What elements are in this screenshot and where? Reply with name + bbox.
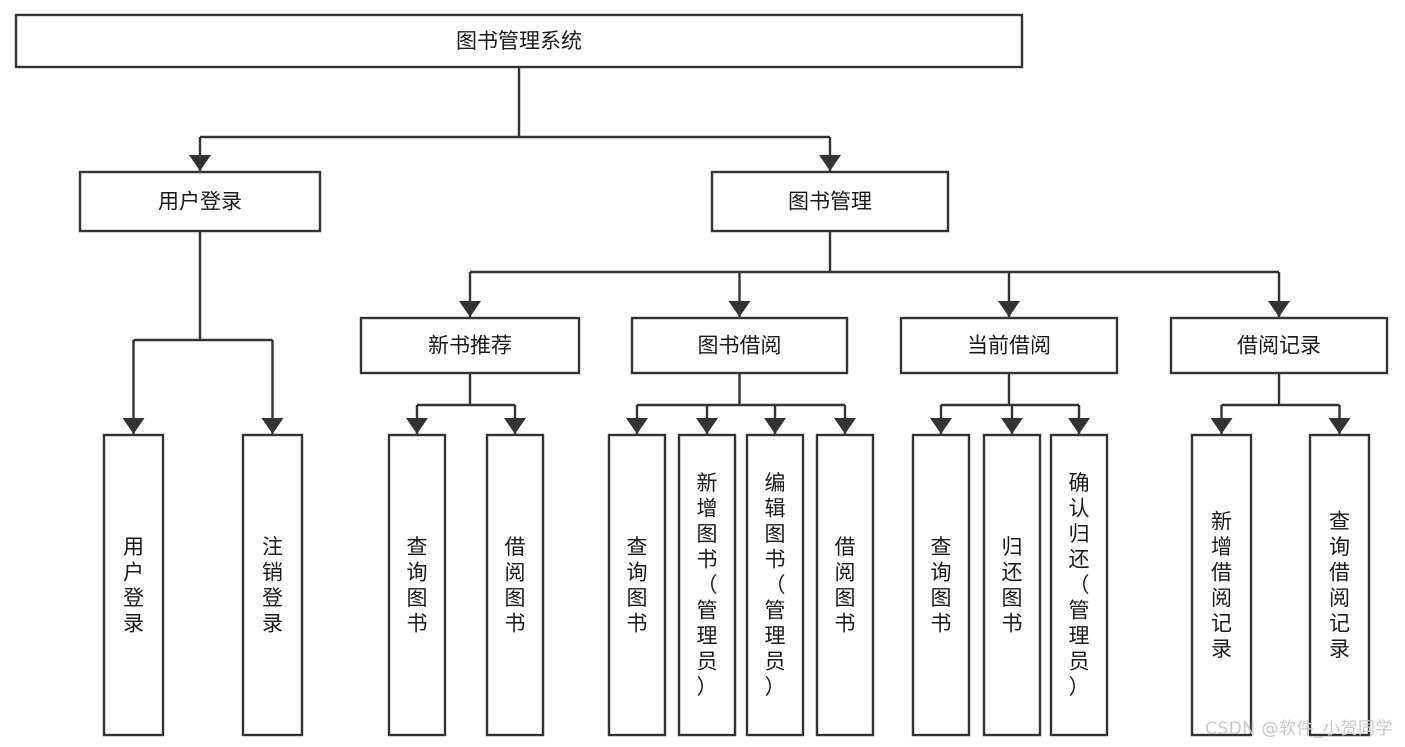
node-current-borrow[interactable]: 当前借阅 — [899, 316, 1119, 375]
node-label: 用户登录 — [158, 190, 242, 214]
node-leaf-borrow-book-rec[interactable]: 借阅图书 — [485, 433, 545, 737]
node-label: 新书推荐 — [428, 334, 512, 358]
node-label: 确认归还（管理员） — [1069, 471, 1090, 699]
node-box[interactable] — [982, 433, 1042, 737]
node-leaf-add-record[interactable]: 新增借阅记录 — [1190, 433, 1253, 737]
node-label: 注销登录 — [262, 535, 283, 636]
node-label: 新增借阅记录 — [1211, 509, 1232, 661]
arrow-head-icon — [1210, 418, 1233, 434]
arrow-head-icon — [930, 418, 952, 434]
node-label: 图书借阅 — [698, 334, 782, 358]
node-label: 查询图书 — [407, 535, 428, 636]
node-box[interactable] — [677, 433, 737, 737]
arrow-head-icon — [261, 418, 284, 434]
node-box[interactable] — [911, 433, 971, 737]
node-box[interactable] — [1190, 433, 1253, 737]
node-box[interactable] — [102, 433, 165, 737]
node-box[interactable] — [485, 433, 545, 737]
arrow-head-icon — [1268, 301, 1290, 317]
arrow-head-icon — [764, 418, 786, 434]
node-leaf-add-book[interactable]: 新增图书（管理员） — [677, 433, 737, 737]
node-label: 查询图书 — [931, 535, 952, 636]
node-book-manage[interactable]: 图书管理 — [710, 170, 950, 233]
arrow-head-icon — [998, 301, 1020, 317]
node-box[interactable] — [899, 316, 1119, 375]
node-label: 借阅图书 — [835, 535, 856, 636]
arrow-head-icon — [504, 418, 526, 434]
node-label: 查询图书 — [627, 535, 648, 636]
arrow-head-icon — [696, 418, 718, 434]
arrow-head-icon — [459, 301, 481, 317]
node-leaf-query-book-rec[interactable]: 查询图书 — [387, 433, 447, 737]
connector-layer — [122, 67, 1351, 434]
node-leaf-query-book-cb[interactable]: 查询图书 — [911, 433, 971, 737]
node-label: 编辑图书（管理员） — [765, 471, 786, 699]
node-leaf-borrow-book-bb[interactable]: 借阅图书 — [815, 433, 875, 737]
node-box[interactable] — [241, 433, 304, 737]
node-label: 新增图书（管理员） — [697, 471, 718, 699]
node-layer: 图书管理系统用户登录图书管理新书推荐图书借阅当前借阅借阅记录用户登录注销登录查询… — [14, 13, 1389, 737]
arrow-head-icon — [626, 418, 648, 434]
node-leaf-edit-book[interactable]: 编辑图书（管理员） — [745, 433, 805, 737]
arrow-head-icon — [406, 418, 428, 434]
node-box[interactable] — [14, 13, 1024, 69]
node-box[interactable] — [710, 170, 950, 233]
node-root[interactable]: 图书管理系统 — [14, 13, 1024, 69]
node-label: 借阅记录 — [1237, 334, 1321, 358]
node-label: 图书管理 — [788, 190, 872, 214]
node-box[interactable] — [745, 433, 805, 737]
arrow-head-icon — [189, 155, 211, 171]
arrow-head-icon — [834, 418, 856, 434]
node-box[interactable] — [630, 316, 849, 375]
node-box[interactable] — [78, 170, 322, 233]
node-leaf-user-login[interactable]: 用户登录 — [102, 433, 165, 737]
node-box[interactable] — [1049, 433, 1109, 737]
node-label: 借阅图书 — [505, 535, 526, 636]
node-label: 图书管理系统 — [456, 29, 582, 53]
arrow-head-icon — [728, 301, 751, 317]
node-label: 用户登录 — [123, 535, 144, 636]
node-box[interactable] — [359, 316, 581, 375]
node-box[interactable] — [815, 433, 875, 737]
node-new-book-rec[interactable]: 新书推荐 — [359, 316, 581, 375]
node-leaf-confirm-return[interactable]: 确认归还（管理员） — [1049, 433, 1109, 737]
arrow-head-icon — [1068, 418, 1090, 434]
node-label: 归还图书 — [1002, 535, 1023, 636]
node-borrow-record[interactable]: 借阅记录 — [1169, 316, 1389, 375]
node-leaf-return-book[interactable]: 归还图书 — [982, 433, 1042, 737]
node-leaf-query-record[interactable]: 查询借阅记录 — [1308, 433, 1371, 737]
arrow-head-icon — [122, 418, 145, 434]
node-book-borrow[interactable]: 图书借阅 — [630, 316, 849, 375]
node-box[interactable] — [1308, 433, 1371, 737]
node-leaf-logout[interactable]: 注销登录 — [241, 433, 304, 737]
node-user-login[interactable]: 用户登录 — [78, 170, 322, 233]
node-box[interactable] — [1169, 316, 1389, 375]
node-label: 查询借阅记录 — [1329, 509, 1350, 661]
node-leaf-query-book-bb[interactable]: 查询图书 — [607, 433, 667, 737]
node-box[interactable] — [387, 433, 447, 737]
node-box[interactable] — [607, 433, 667, 737]
arrow-head-icon — [1001, 418, 1023, 434]
arrow-head-icon — [1328, 418, 1351, 434]
arrow-head-icon — [819, 155, 841, 171]
node-label: 当前借阅 — [967, 334, 1051, 358]
